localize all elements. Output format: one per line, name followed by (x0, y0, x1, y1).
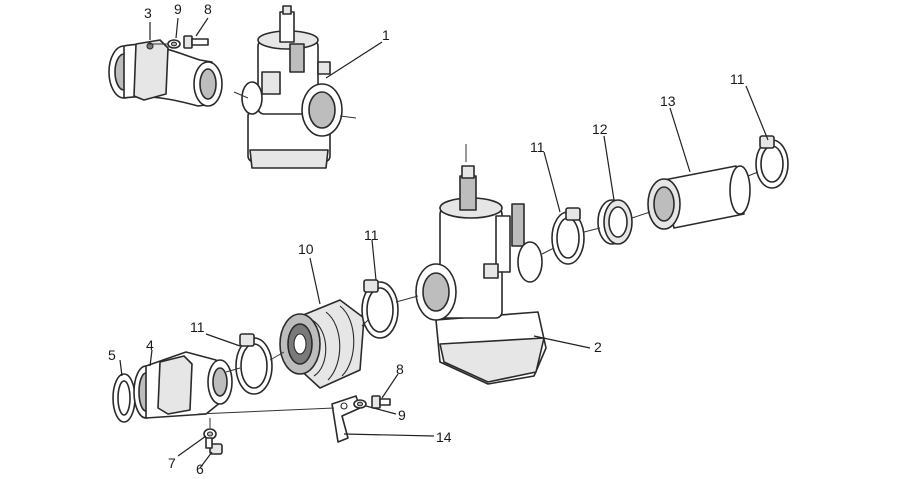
callout-13: 13 (660, 93, 676, 109)
callout-8-top: 8 (204, 1, 212, 17)
part-14-bracket (331, 395, 361, 443)
callout-9-bottom: 9 (398, 407, 406, 423)
callout-4: 4 (146, 337, 154, 353)
callout-7: 7 (168, 455, 176, 471)
part-11-clamp-a (235, 333, 273, 395)
part-3-intake-manifold (108, 39, 223, 107)
part-12-ring (597, 199, 633, 245)
part-4-intake-manifold-bottom (133, 351, 233, 419)
part-13-pipe (647, 165, 751, 230)
part-11-clamp-b (361, 279, 399, 339)
part-9-washer-bottom (353, 399, 367, 409)
callout-12: 12 (592, 121, 608, 137)
part-9-washer-top (167, 39, 181, 49)
assembly-axes (148, 43, 759, 428)
callout-11-d: 11 (730, 71, 745, 87)
part-8-screw-top (183, 35, 209, 49)
callout-8-bottom: 8 (396, 361, 404, 377)
callout-6: 6 (196, 461, 204, 477)
part-8-screw-bottom (371, 395, 391, 409)
leader-lines (119, 17, 769, 469)
callout-1: 1 (382, 27, 390, 43)
callout-10: 10 (298, 241, 314, 257)
callout-5: 5 (108, 347, 116, 363)
part-11-clamp-d (755, 135, 789, 189)
callout-11-b: 11 (364, 227, 379, 243)
callout-labels: 1 2 3 4 5 6 7 8 8 9 9 10 11 11 11 11 12 … (108, 1, 745, 477)
part-11-clamp-c (551, 207, 585, 265)
part-2-carburettor-bottom (415, 165, 547, 385)
callout-2: 2 (594, 339, 602, 355)
part-10-air-filter (279, 299, 365, 389)
part-1-carburettor-top (241, 5, 343, 169)
part-6-screw-bottom (205, 437, 223, 455)
part-7-washer-bottom (203, 428, 217, 440)
callout-11-a: 11 (190, 319, 205, 335)
callout-3: 3 (144, 5, 152, 21)
part-5-gasket (112, 373, 136, 423)
callout-9-top: 9 (174, 1, 182, 17)
callout-14: 14 (436, 429, 452, 445)
callout-11-c: 11 (530, 139, 545, 155)
